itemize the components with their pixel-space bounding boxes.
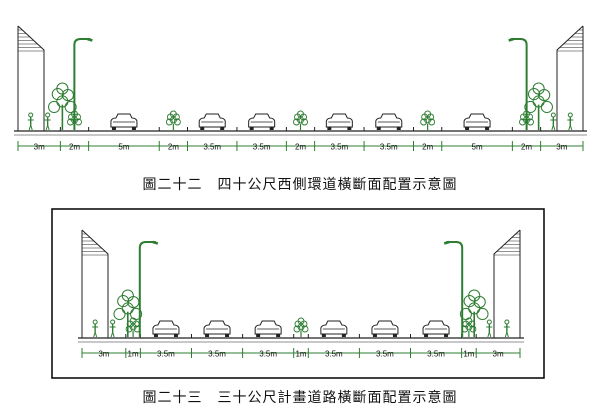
diagram-2-frame bbox=[51, 208, 545, 379]
tree-icon bbox=[48, 82, 77, 130]
segment-width-label: 3.5m bbox=[427, 350, 445, 359]
tree-icon bbox=[524, 82, 553, 130]
street-lamp-icon bbox=[443, 240, 464, 337]
car-icon bbox=[203, 320, 231, 337]
segment-width-label: 3.5m bbox=[253, 143, 271, 152]
car-icon bbox=[152, 320, 180, 337]
diagram-2-caption: 圖二十三 三十公尺計畫道路橫斷面配置示意圖 bbox=[142, 390, 458, 406]
segment-width-label: 2m bbox=[521, 143, 532, 152]
car-icon bbox=[254, 320, 282, 337]
segment-width-label: 3.5m bbox=[330, 143, 348, 152]
segment-width-label: 3m bbox=[34, 143, 45, 152]
building-icon bbox=[493, 229, 521, 338]
segment-width-label: 5m bbox=[472, 143, 483, 152]
shrub-icon bbox=[165, 110, 181, 130]
segment-width-label: 3.5m bbox=[325, 350, 343, 359]
building-icon bbox=[81, 229, 109, 338]
segment-width-label: 3.5m bbox=[380, 143, 398, 152]
segment-width-label: 2m bbox=[168, 143, 179, 152]
segment-width-label: 3.5m bbox=[259, 350, 277, 359]
car-icon bbox=[375, 113, 403, 130]
tree-icon bbox=[459, 289, 489, 337]
building-icon bbox=[17, 25, 45, 131]
segment-width-label: 1m bbox=[463, 350, 474, 359]
pedestrian-icon bbox=[503, 319, 510, 338]
car-icon bbox=[198, 113, 226, 130]
car-icon bbox=[320, 320, 348, 337]
pedestrian-icon bbox=[109, 319, 116, 338]
segment-width-label: 2m bbox=[69, 143, 80, 152]
diagram-2-cross-section: 3m 1m 3.5m 3.5m 3.5m 1m 3.5m 3.5m 3.5m 1m 3m bbox=[78, 229, 524, 359]
car-icon bbox=[463, 113, 491, 130]
segment-width-label: 3.5m bbox=[208, 350, 226, 359]
pedestrian-icon bbox=[486, 319, 493, 338]
segment-width-label: 3.5m bbox=[203, 143, 221, 152]
diagram-1-caption: 圖二十二 四十公尺西側環道橫斷面配置示意圖 bbox=[142, 177, 458, 193]
pedestrian-icon bbox=[550, 112, 557, 131]
segment-width-label: 1m bbox=[128, 350, 139, 359]
car-icon bbox=[110, 113, 138, 130]
shrub-icon bbox=[125, 317, 141, 337]
car-icon bbox=[325, 113, 353, 130]
shrub-icon bbox=[461, 317, 477, 337]
segment-width-label: 2m bbox=[422, 143, 433, 152]
street-lamp-icon bbox=[138, 240, 159, 337]
shrub-icon bbox=[293, 110, 308, 130]
car-icon bbox=[248, 113, 276, 130]
diagram-1-cross-section: 3m 2m 5m 2m 3.5m 3.5m 2m 3.5m 3.5m 2m 5m 2m 3m bbox=[14, 25, 587, 152]
pedestrian-icon bbox=[44, 112, 51, 131]
segment-width-label: 2m bbox=[295, 143, 306, 152]
segment-width-label: 5m bbox=[118, 143, 129, 152]
tree-icon bbox=[113, 289, 143, 337]
pedestrian-icon bbox=[27, 112, 34, 131]
street-lamp-icon bbox=[508, 37, 528, 130]
pedestrian-icon bbox=[567, 112, 574, 131]
car-icon bbox=[422, 320, 450, 337]
pedestrian-icon bbox=[92, 319, 99, 338]
segment-width-label: 3m bbox=[98, 350, 109, 359]
shrub-icon bbox=[293, 317, 309, 337]
segment-width-label: 3m bbox=[493, 350, 504, 359]
segment-width-label: 1m bbox=[295, 350, 306, 359]
street-lamp-icon bbox=[73, 37, 93, 130]
car-icon bbox=[371, 320, 399, 337]
segment-width-label: 3.5m bbox=[376, 350, 394, 359]
segment-width-label: 3.5m bbox=[157, 350, 175, 359]
segment-width-label: 3m bbox=[556, 143, 567, 152]
building-icon bbox=[556, 25, 584, 131]
shrub-icon bbox=[420, 110, 436, 130]
